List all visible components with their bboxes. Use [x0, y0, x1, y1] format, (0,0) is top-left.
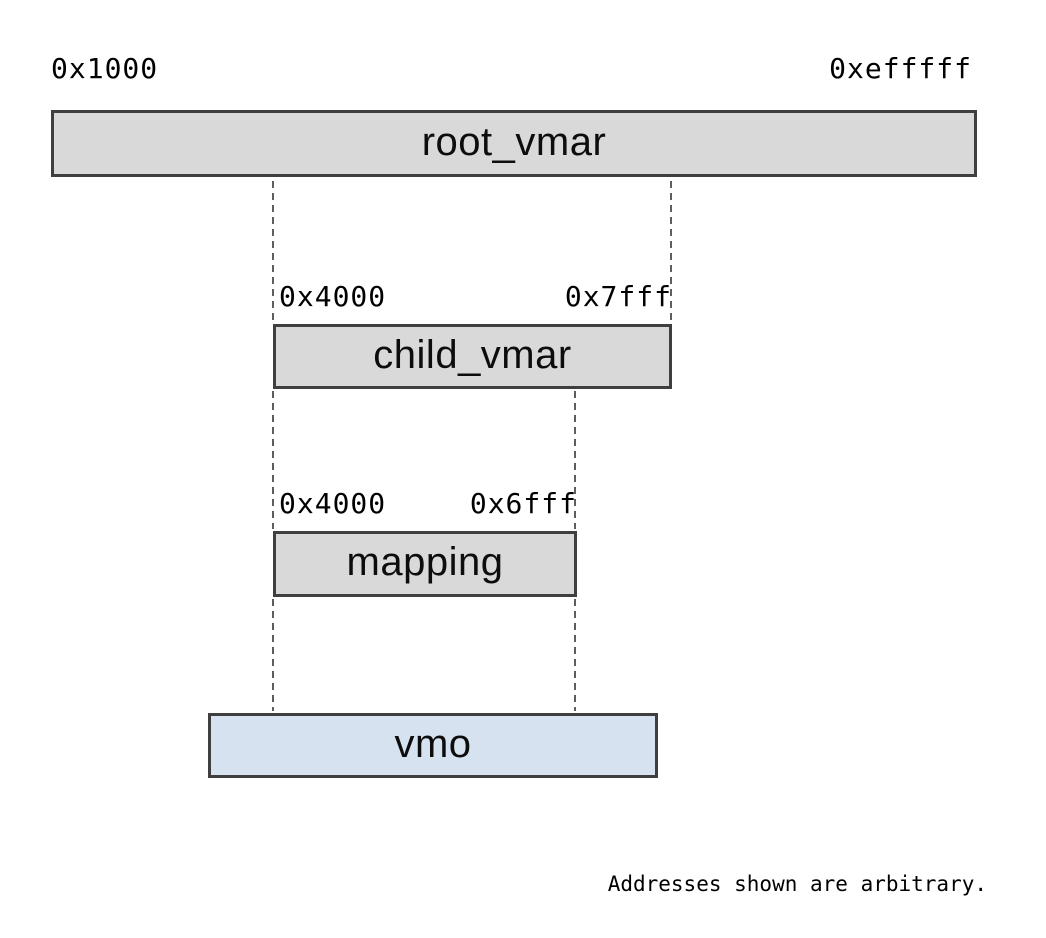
dashed-connector-mapping-vmo-right [574, 599, 576, 711]
root-vmar-address-row: 0x1000 0xefffff [51, 54, 977, 84]
mapping-label: mapping [346, 540, 504, 584]
root-vmar-box: root_vmar [51, 110, 977, 177]
mapping-box: mapping [273, 531, 577, 597]
dashed-connector-mapping-vmo-left [272, 599, 274, 711]
footnote: Addresses shown are arbitrary. [607, 872, 987, 896]
root-vmar-label: root_vmar [421, 119, 607, 164]
dashed-connector-child-mapping-right [574, 391, 576, 529]
dashed-connector-root-child-right [670, 181, 672, 322]
mapping-start-address: 0x4000 [279, 487, 387, 520]
root-vmar-start-address: 0x1000 [51, 52, 159, 85]
child-vmar-address-row: 0x4000 0x7fff [273, 282, 672, 312]
child-vmar-end-address: 0x7fff [564, 280, 672, 313]
root-vmar-end-address: 0xefffff [829, 52, 972, 85]
child-vmar-start-address: 0x4000 [279, 280, 387, 313]
child-vmar-box: child_vmar [273, 324, 672, 389]
dashed-connector-child-mapping-left [272, 391, 274, 529]
mapping-address-row: 0x4000 0x6fff [273, 489, 577, 519]
mapping-end-address: 0x6fff [469, 487, 577, 520]
dashed-connector-root-child-left [272, 181, 274, 322]
child-vmar-label: child_vmar [373, 332, 572, 377]
vmo-label: vmo [394, 721, 472, 766]
vmo-box: vmo [208, 713, 658, 778]
